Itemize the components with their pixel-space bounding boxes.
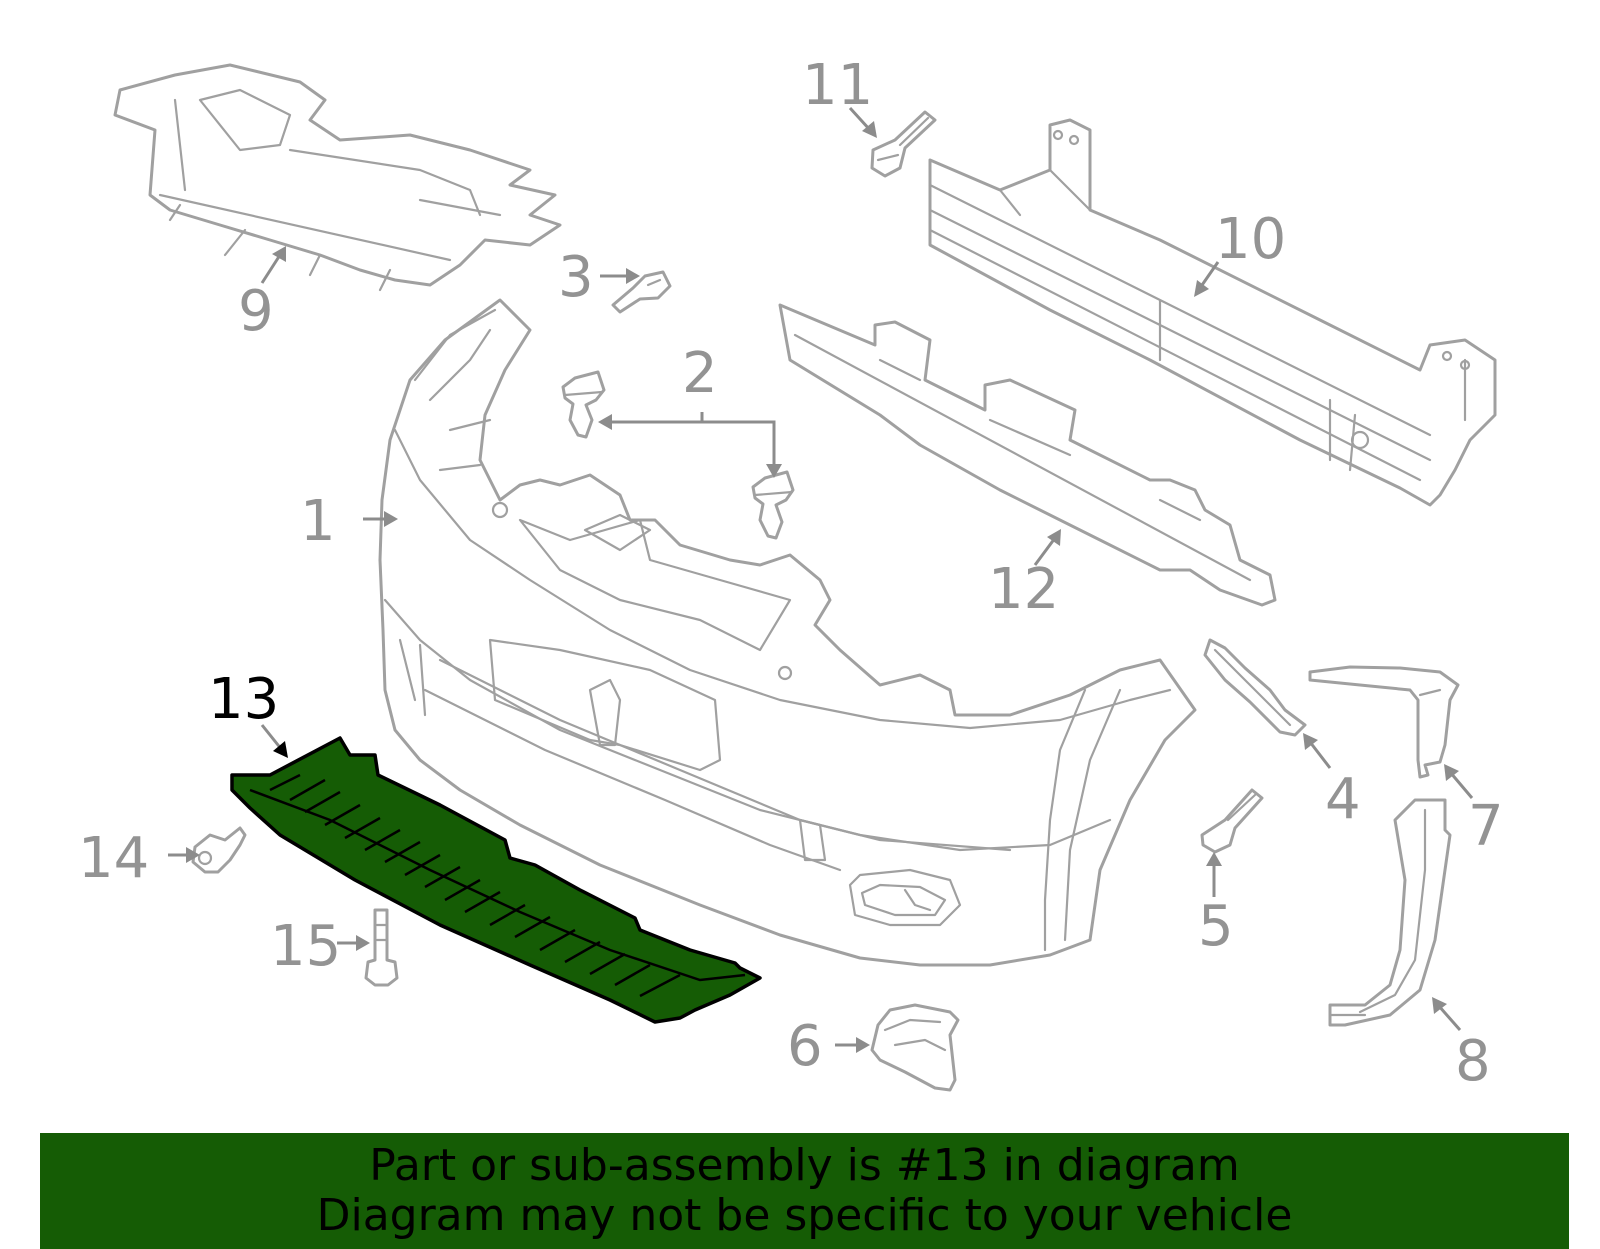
part-10-bumper-reinforcement[interactable] xyxy=(928,118,1497,507)
part-14-push-clip[interactable] xyxy=(191,826,247,874)
callout-4: 4 xyxy=(1325,767,1361,832)
callout-10: 10 xyxy=(1215,207,1286,272)
callout-3: 3 xyxy=(558,245,594,310)
callout-numbers: 1 2 3 4 5 6 7 8 9 10 11 12 13 14 15 xyxy=(78,53,1504,1094)
part-15-bolt[interactable] xyxy=(364,908,399,987)
part-4-bracket[interactable] xyxy=(1203,638,1307,737)
callout-9: 9 xyxy=(238,279,274,344)
callout-14: 14 xyxy=(78,826,149,891)
part-9-grille-support[interactable] xyxy=(113,63,562,292)
part-3-screw[interactable] xyxy=(611,270,672,314)
part-6-cover[interactable] xyxy=(870,1003,960,1092)
part-11-bolt[interactable] xyxy=(870,110,937,178)
callout-5: 5 xyxy=(1198,894,1234,959)
callout-leaders xyxy=(168,106,1474,1053)
part-1-bumper-cover[interactable] xyxy=(378,298,1197,967)
callout-1: 1 xyxy=(300,489,336,554)
part-2-push-clips[interactable] xyxy=(561,370,795,540)
callout-11: 11 xyxy=(802,53,873,118)
callout-2: 2 xyxy=(682,341,718,406)
part-13-undercover-highlighted[interactable] xyxy=(230,736,762,1024)
callout-6: 6 xyxy=(787,1014,823,1079)
part-12-energy-absorber[interactable] xyxy=(778,303,1277,607)
part-8-side-bracket[interactable] xyxy=(1328,798,1452,1027)
callout-13: 13 xyxy=(208,667,279,732)
callout-7: 7 xyxy=(1468,794,1504,859)
notice-banner: Part or sub-assembly is #13 in diagram D… xyxy=(40,1133,1569,1249)
callout-15: 15 xyxy=(270,914,341,979)
callout-8: 8 xyxy=(1455,1029,1491,1094)
banner-line-1: Part or sub-assembly is #13 in diagram xyxy=(369,1140,1240,1191)
banner-line-2: Diagram may not be specific to your vehi… xyxy=(316,1190,1293,1241)
part-7-bracket[interactable] xyxy=(1308,665,1460,779)
part-5-bolt[interactable] xyxy=(1200,788,1264,854)
callout-12: 12 xyxy=(988,557,1059,622)
